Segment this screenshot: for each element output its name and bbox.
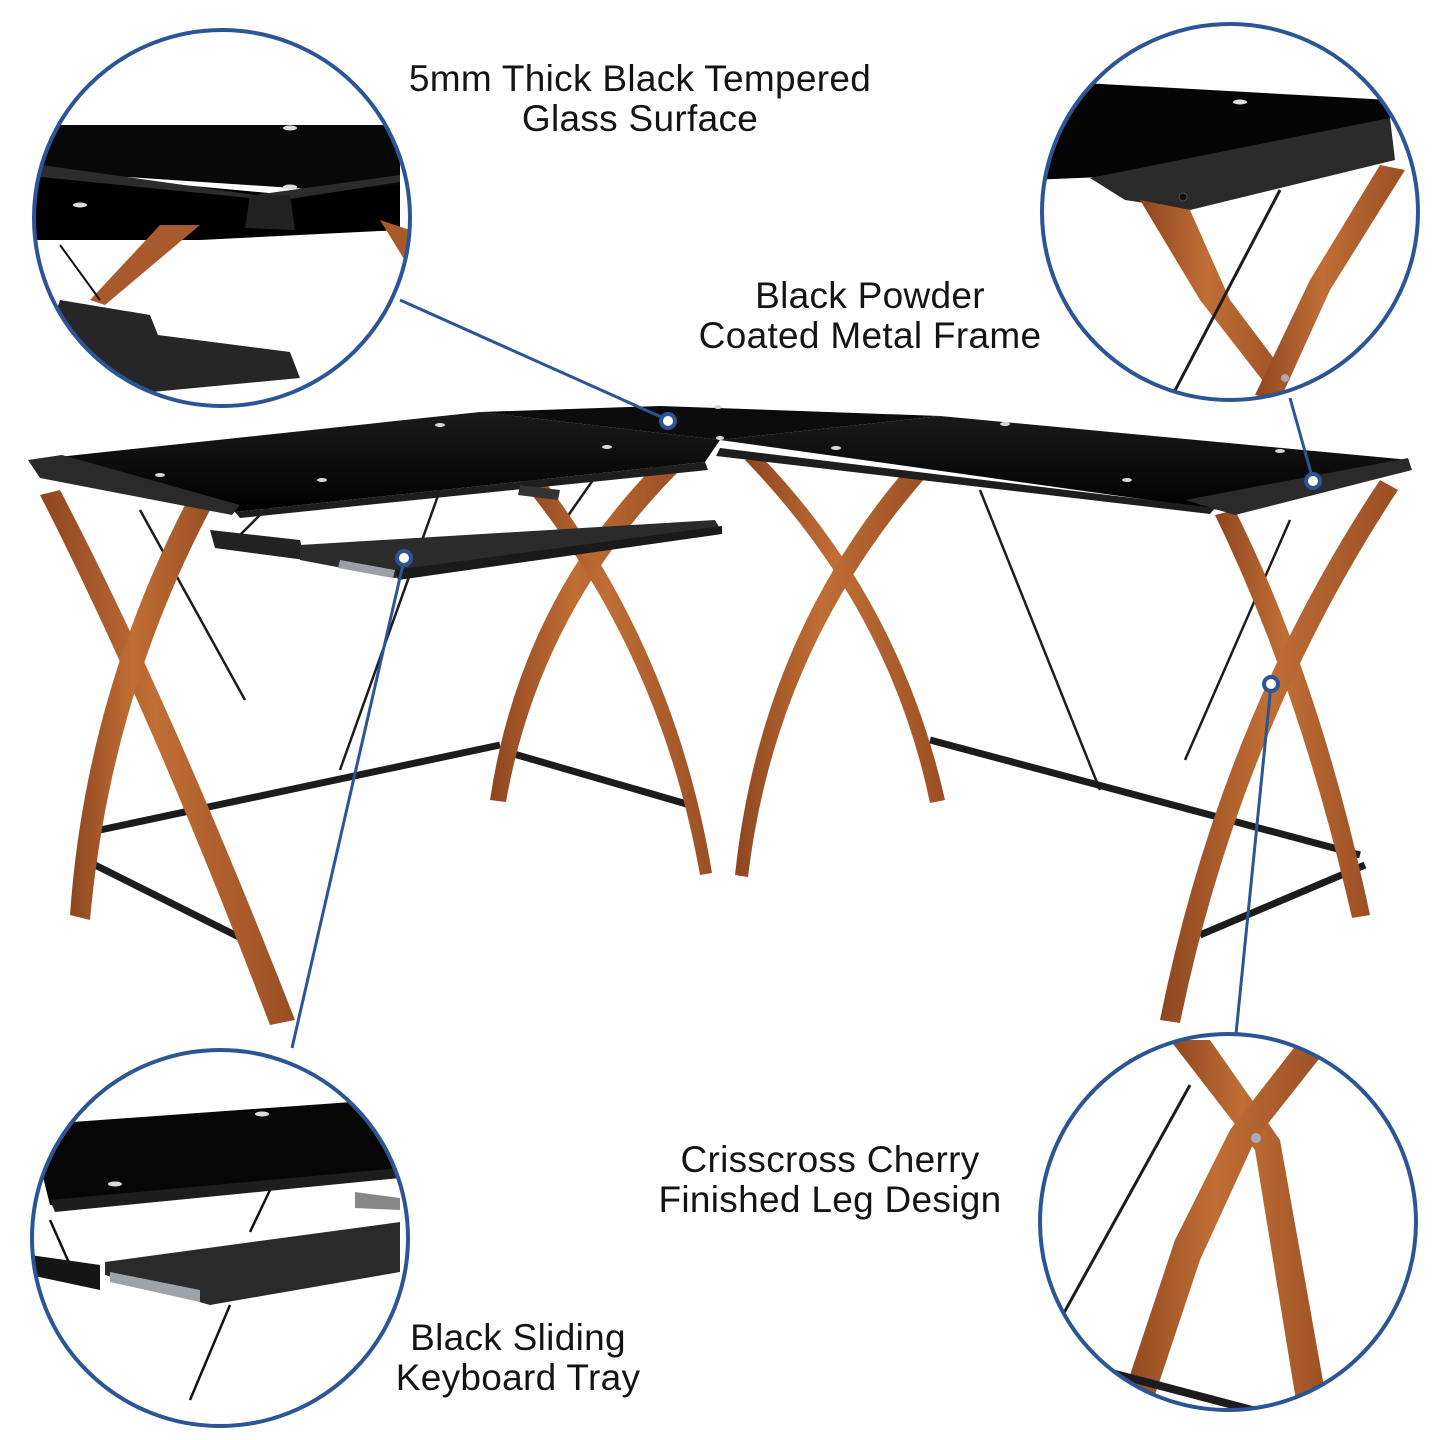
feature-label-leg-design: Crisscross Cherry Finished Leg Design: [630, 1140, 1030, 1220]
callout-circle-leg-design: [1038, 1032, 1418, 1412]
feature-line1: Crisscross Cherry: [680, 1139, 980, 1180]
feature-line2: Finished Leg Design: [658, 1179, 1002, 1220]
callout-circle-glass-surface: [32, 28, 412, 408]
callout-dot-metal-frame[interactable]: [1304, 472, 1322, 490]
feature-line1: Black Powder: [755, 275, 985, 316]
callout-connectors: [290, 298, 1315, 1049]
callout-circle-metal-frame: [1040, 22, 1420, 402]
feature-label-keyboard-tray: Black Sliding Keyboard Tray: [368, 1318, 668, 1398]
feature-line2: Coated Metal Frame: [698, 315, 1042, 356]
feature-label-glass-surface: 5mm Thick Black Tempered Glass Surface: [380, 59, 900, 139]
feature-line2: Keyboard Tray: [395, 1357, 641, 1398]
feature-label-metal-frame: Black Powder Coated Metal Frame: [670, 276, 1070, 356]
callout-dot-keyboard-tray[interactable]: [395, 549, 413, 567]
feature-line1: 5mm Thick Black Tempered: [408, 58, 872, 99]
feature-line2: Glass Surface: [521, 98, 759, 139]
feature-line1: Black Sliding: [410, 1317, 626, 1358]
callout-dot-leg-design[interactable]: [1262, 675, 1280, 693]
callout-dot-glass-surface[interactable]: [659, 412, 677, 430]
main-desk: [28, 405, 1412, 1025]
callout-circle-keyboard-tray: [30, 1048, 410, 1428]
